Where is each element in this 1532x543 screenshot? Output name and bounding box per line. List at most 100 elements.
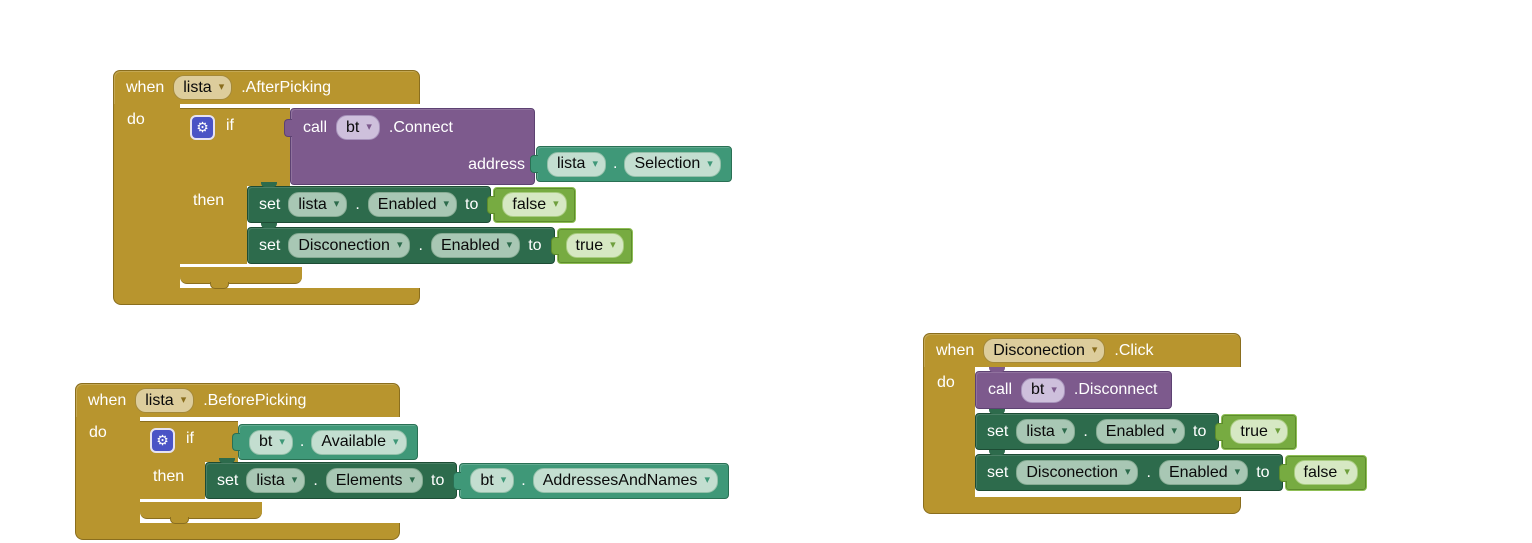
- component-dropdown[interactable]: lista ▾: [246, 468, 306, 493]
- dropdown-value: bt: [1031, 381, 1045, 398]
- dropdown-value: lista: [1026, 422, 1055, 440]
- event-name-label: .AfterPicking: [241, 78, 332, 96]
- dropdown-value: lista: [557, 155, 586, 172]
- set-label: set: [987, 422, 1009, 440]
- set-lista-enabled-block[interactable]: set lista ▾ . Enabled ▾ to: [975, 409, 1220, 450]
- property-dropdown[interactable]: Elements ▾: [325, 468, 424, 493]
- do-label: do: [127, 111, 145, 128]
- dot-separator: .: [521, 471, 526, 489]
- dot-separator: .: [313, 471, 318, 489]
- event-block-header[interactable]: when Disconection ▾ .Click: [923, 333, 1241, 367]
- if-condition-row: ⚙ if call bt ▾: [180, 108, 732, 186]
- logic-false-block[interactable]: false ▾: [1278, 454, 1367, 491]
- dropdown-arrow-icon: ▾: [291, 474, 298, 486]
- if-block-foot: [140, 502, 262, 524]
- dropdown-arrow-icon: ▾: [443, 198, 450, 210]
- component-dropdown[interactable]: lista ▾: [288, 192, 348, 217]
- event-block-header[interactable]: when lista ▾ .BeforePicking: [75, 383, 400, 417]
- statement-stack: call bt ▾ .Disconnect set lista ▾: [975, 367, 1367, 491]
- logic-true-block[interactable]: true ▾: [550, 227, 633, 264]
- mutator-gear-icon[interactable]: ⚙: [190, 115, 215, 140]
- bt-addressesandnames-getter-block[interactable]: bt ▾ . AddressesAndNames ▾: [453, 462, 729, 499]
- then-socket: set lista ▾ . Enabled ▾: [247, 182, 633, 264]
- component-dropdown[interactable]: bt ▾: [336, 115, 380, 140]
- do-socket: ⚙ if call bt ▾: [180, 104, 732, 289]
- event-block-body: do ⚙ if bt ▾ .: [75, 417, 729, 524]
- do-label: do: [89, 424, 107, 441]
- set-lista-enabled-block[interactable]: set lista ▾ . Enabled ▾: [247, 182, 492, 223]
- event-block-frame: when Disconection ▾ .Click do call bt ▾: [923, 333, 1367, 514]
- event-block-frame: when lista ▾ .BeforePicking do ⚙ if: [75, 383, 729, 540]
- dropdown-arrow-icon: ▾: [553, 198, 559, 210]
- then-label: then: [153, 468, 185, 485]
- dropdown-value: Disconection: [298, 236, 390, 254]
- property-dropdown[interactable]: Enabled ▾: [367, 192, 458, 217]
- component-dropdown[interactable]: lista ▾: [173, 75, 233, 100]
- dropdown-value: Elements: [335, 471, 403, 489]
- property-dropdown[interactable]: Enabled ▾: [1158, 460, 1249, 485]
- dropdown-arrow-icon: ▾: [333, 198, 340, 210]
- dropdown-arrow-icon: ▾: [506, 239, 513, 251]
- dropdown-value: false: [1303, 463, 1338, 481]
- when-label: when: [126, 78, 165, 96]
- component-dropdown[interactable]: Disconection ▾: [983, 338, 1106, 363]
- property-dropdown[interactable]: Enabled ▾: [430, 233, 521, 258]
- logic-true-block[interactable]: true ▾: [1215, 413, 1298, 450]
- logic-false-block[interactable]: false ▾: [487, 186, 576, 223]
- logic-value-dropdown[interactable]: false ▾: [1293, 460, 1358, 485]
- set-lista-elements-block[interactable]: set lista ▾ . Elements ▾: [205, 458, 458, 499]
- set-label: set: [987, 463, 1009, 481]
- dropdown-value: Enabled: [1105, 422, 1165, 440]
- dropdown-arrow-icon: ▾: [1234, 466, 1241, 478]
- dropdown-value: true: [1240, 422, 1268, 440]
- dropdown-arrow-icon: ▾: [392, 435, 399, 448]
- lista-selection-getter-block[interactable]: lista ▾ . Selection ▾: [530, 146, 732, 182]
- dropdown-arrow-icon: ▾: [592, 157, 598, 170]
- property-dropdown[interactable]: Selection ▾: [624, 151, 721, 177]
- if-block-head[interactable]: ⚙ if: [140, 421, 238, 462]
- event-block-frame: when lista ▾ .AfterPicking do ⚙ if: [113, 70, 732, 305]
- component-dropdown[interactable]: Disconection ▾: [288, 233, 411, 258]
- property-dropdown[interactable]: Enabled ▾: [1095, 419, 1186, 444]
- dot-separator: .: [612, 155, 618, 172]
- if-label: if: [186, 430, 194, 447]
- component-dropdown[interactable]: bt ▾: [249, 429, 293, 455]
- when-lista-afterpicking-block[interactable]: when lista ▾ .AfterPicking do ⚙ if: [113, 70, 732, 305]
- dropdown-value: Enabled: [377, 195, 437, 213]
- property-dropdown[interactable]: Available ▾: [311, 429, 407, 455]
- address-param-label: address: [468, 156, 525, 173]
- component-dropdown[interactable]: lista ▾: [135, 388, 195, 413]
- if-block[interactable]: ⚙ if bt ▾ . Available ▾: [140, 421, 729, 524]
- if-block-head[interactable]: ⚙ if: [180, 108, 290, 186]
- when-lista-beforepicking-block[interactable]: when lista ▾ .BeforePicking do ⚙ if: [75, 383, 729, 540]
- event-block-body: do ⚙ if call: [113, 104, 732, 289]
- dropdown-arrow-icon: ▾: [1051, 383, 1057, 396]
- if-block[interactable]: ⚙ if call bt ▾: [180, 108, 732, 289]
- dropdown-value: Available: [321, 433, 386, 450]
- component-dropdown[interactable]: lista ▾: [547, 151, 606, 177]
- when-disconection-click-block[interactable]: when Disconection ▾ .Click do call bt ▾: [923, 333, 1367, 514]
- logic-value-dropdown[interactable]: true ▾: [1230, 419, 1289, 444]
- bt-available-getter-block[interactable]: bt ▾ . Available ▾: [232, 424, 418, 460]
- component-dropdown[interactable]: lista ▾: [1016, 419, 1076, 444]
- dropdown-arrow-icon: ▾: [366, 121, 372, 133]
- component-dropdown[interactable]: bt ▾: [1021, 377, 1065, 403]
- set-label: set: [217, 471, 239, 489]
- then-label: then: [193, 192, 225, 209]
- set-disconection-enabled-block[interactable]: set Disconection ▾ . Enabled ▾: [247, 223, 555, 264]
- logic-value-dropdown[interactable]: true ▾: [565, 233, 624, 258]
- call-bt-disconnect-block[interactable]: call bt ▾ .Disconnect: [975, 367, 1173, 409]
- event-block-header[interactable]: when lista ▾ .AfterPicking: [113, 70, 420, 104]
- call-label: call: [303, 118, 328, 136]
- mutator-gear-icon[interactable]: ⚙: [150, 428, 175, 453]
- event-block-body: do call bt ▾ .Disconnect set: [923, 367, 1367, 497]
- then-socket: set lista ▾ . Elements ▾: [205, 458, 729, 499]
- component-dropdown[interactable]: bt ▾: [470, 468, 515, 493]
- event-block-foot: [75, 523, 400, 540]
- call-bt-connect-block[interactable]: call bt ▾ .Connect address: [284, 108, 535, 185]
- component-dropdown[interactable]: Disconection ▾: [1016, 460, 1139, 485]
- logic-value-dropdown[interactable]: false ▾: [502, 192, 567, 217]
- condition-socket: call bt ▾ .Connect address: [284, 108, 732, 185]
- property-dropdown[interactable]: AddressesAndNames ▾: [532, 468, 718, 493]
- set-disconection-enabled-block[interactable]: set Disconection ▾ . Enabled ▾ to: [975, 450, 1283, 491]
